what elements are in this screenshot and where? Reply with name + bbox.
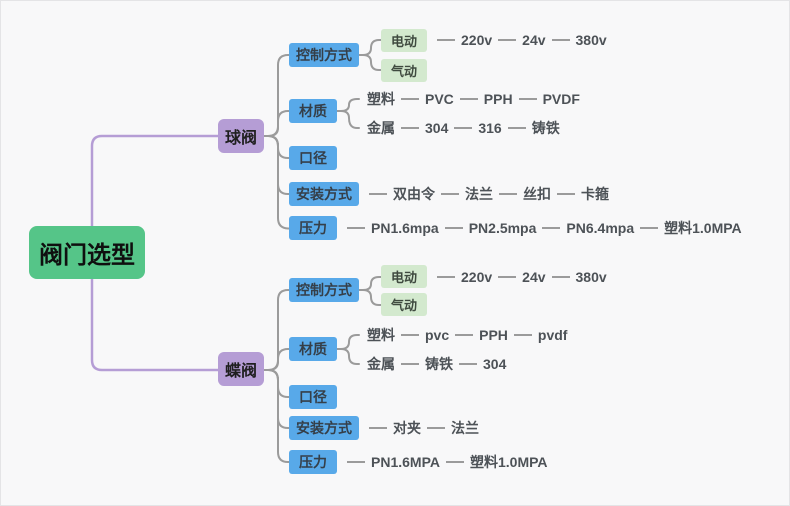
node-butterfly-metal[interactable]: 金属	[367, 356, 395, 372]
connector-dash	[551, 276, 570, 278]
connector-dash	[513, 334, 532, 336]
connector-dash	[454, 127, 473, 129]
connector-dash	[445, 461, 464, 463]
node-ball-metal-304[interactable]: 304	[425, 120, 449, 136]
node-ball-valve[interactable]: 球阀	[218, 119, 264, 153]
connector-dash	[347, 461, 365, 463]
connector-dash	[441, 193, 459, 195]
node-ball-plastic-pph[interactable]: PPH	[483, 91, 513, 107]
node-butterfly-valve[interactable]: 蝶阀	[218, 352, 264, 386]
node-ball-electric[interactable]: 电动	[381, 29, 427, 52]
node-butterfly-install-mode[interactable]: 安装方式	[289, 416, 359, 440]
node-butterfly-pressure-pn16[interactable]: PN1.6MPA	[371, 454, 440, 470]
node-butterfly-plastic[interactable]: 塑料	[367, 327, 395, 343]
node-ball-control-mode[interactable]: 控制方式	[289, 43, 359, 67]
connector-dash	[369, 427, 387, 429]
connector-dash	[401, 98, 419, 100]
node-ball-metal-316[interactable]: 316	[478, 120, 502, 136]
connector-dash	[498, 39, 517, 41]
node-ball-volt-220v[interactable]: 220v	[461, 32, 493, 48]
node-ball-diameter[interactable]: 口径	[289, 146, 337, 170]
node-ball-install-mode[interactable]: 安装方式	[289, 182, 359, 206]
node-ball-material[interactable]: 材质	[289, 99, 337, 123]
node-ball-plastic[interactable]: 塑料	[367, 91, 395, 107]
node-ball-install-thread[interactable]: 丝扣	[523, 186, 551, 202]
node-ball-pressure-pn64[interactable]: PN6.4mpa	[566, 220, 635, 236]
node-ball-pressure-pn16[interactable]: PN1.6mpa	[371, 220, 439, 236]
ball-pressure-chain: PN1.6mpa PN2.5mpa PN6.4mpa 塑料1.0MPA	[341, 218, 742, 238]
node-ball-pressure-pn25[interactable]: PN2.5mpa	[468, 220, 537, 236]
connector-dash	[427, 427, 445, 429]
node-ball-plastic-pvdf[interactable]: PVDF	[542, 91, 580, 107]
node-ball-install-flange[interactable]: 法兰	[465, 186, 493, 202]
connector-dash	[459, 98, 478, 100]
node-butterfly-pressure[interactable]: 压力	[289, 450, 337, 474]
node-butterfly-electric[interactable]: 电动	[381, 265, 427, 288]
butterfly-voltage-chain: 220v 24v 380v	[431, 267, 607, 287]
node-ball-pneumatic[interactable]: 气动	[381, 59, 427, 82]
node-ball-plastic-pvc[interactable]: PVC	[425, 91, 454, 107]
connector-dash	[347, 227, 365, 229]
node-butterfly-metal-cast-iron[interactable]: 铸铁	[425, 356, 453, 372]
node-butterfly-install-wafer[interactable]: 对夹	[393, 420, 421, 436]
butterfly-pressure-chain: PN1.6MPA 塑料1.0MPA	[341, 452, 548, 472]
butterfly-metal-chain: 金属 铸铁 304	[367, 354, 506, 374]
connector-dash	[401, 127, 419, 129]
connector-dash	[437, 276, 455, 278]
connector-dash	[542, 227, 561, 229]
node-butterfly-install-flange[interactable]: 法兰	[451, 420, 479, 436]
node-butterfly-diameter[interactable]: 口径	[289, 385, 337, 409]
ball-install-chain: 双由令 法兰 丝扣 卡箍	[363, 184, 609, 204]
node-ball-install-union[interactable]: 双由令	[393, 186, 435, 202]
ball-voltage-chain: 220v 24v 380v	[431, 30, 607, 50]
connector-dash	[551, 39, 570, 41]
node-butterfly-volt-380v[interactable]: 380v	[575, 269, 607, 285]
connector-dash	[459, 363, 477, 365]
node-ball-pressure[interactable]: 压力	[289, 216, 337, 240]
connector-dash	[369, 193, 387, 195]
connector-dash	[437, 39, 455, 41]
connector-dash	[518, 98, 537, 100]
node-ball-pressure-plastic10[interactable]: 塑料1.0MPA	[664, 220, 742, 236]
node-ball-volt-380v[interactable]: 380v	[575, 32, 607, 48]
connector-dash	[499, 193, 517, 195]
connector-dash	[455, 334, 474, 336]
node-butterfly-plastic-pvdf[interactable]: pvdf	[537, 327, 568, 343]
node-butterfly-plastic-pph[interactable]: PPH	[479, 327, 508, 343]
node-butterfly-volt-220v[interactable]: 220v	[461, 269, 493, 285]
butterfly-plastic-chain: 塑料 pvc PPH pvdf	[367, 325, 567, 345]
ball-plastic-chain: 塑料 PVC PPH PVDF	[367, 89, 580, 109]
node-butterfly-metal-304[interactable]: 304	[483, 356, 507, 372]
node-ball-metal[interactable]: 金属	[367, 120, 395, 136]
node-butterfly-pneumatic[interactable]: 气动	[381, 293, 427, 316]
connector-dash	[507, 127, 526, 129]
node-butterfly-material[interactable]: 材质	[289, 337, 337, 361]
node-butterfly-volt-24v[interactable]: 24v	[522, 269, 546, 285]
connector-dash	[557, 193, 575, 195]
connector-dash	[498, 276, 517, 278]
node-butterfly-pressure-plastic10[interactable]: 塑料1.0MPA	[469, 454, 548, 470]
connector-dash	[640, 227, 659, 229]
connector-dash	[401, 363, 419, 365]
node-ball-volt-24v[interactable]: 24v	[522, 32, 546, 48]
node-butterfly-plastic-pvc[interactable]: pvc	[425, 327, 450, 343]
connector-dash	[444, 227, 463, 229]
connector-dash	[401, 334, 419, 336]
node-butterfly-control-mode[interactable]: 控制方式	[289, 278, 359, 302]
node-ball-install-clamp[interactable]: 卡箍	[581, 186, 609, 202]
ball-metal-chain: 金属 304 316 铸铁	[367, 118, 560, 138]
node-root-valve-selection[interactable]: 阀门选型	[29, 226, 145, 279]
butterfly-install-chain: 对夹 法兰	[363, 418, 479, 438]
node-ball-metal-cast-iron[interactable]: 铸铁	[531, 120, 560, 136]
